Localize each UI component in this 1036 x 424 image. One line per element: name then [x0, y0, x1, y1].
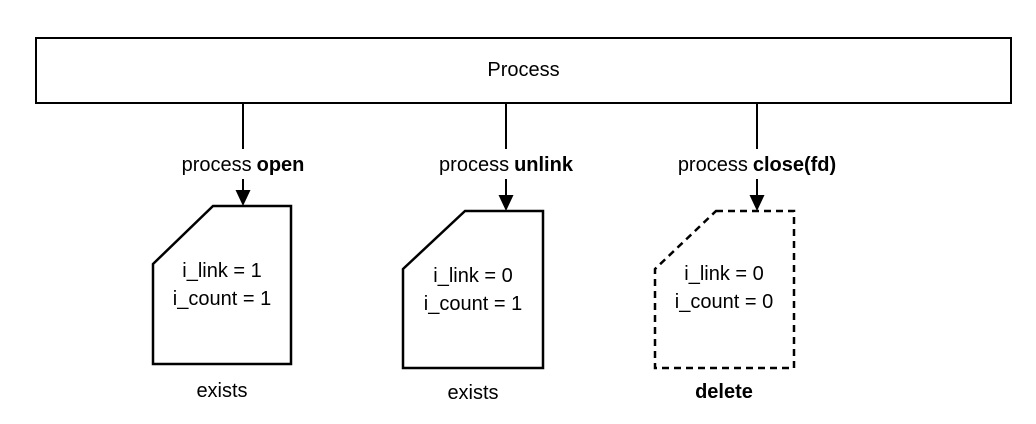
inode-count-value: i_count = 1 — [423, 293, 523, 315]
status-label-exists-1: exists — [196, 380, 248, 402]
inode-link-value: i_link = 0 — [433, 265, 513, 287]
file-node-open-text: i_link = 1 i_count = 1 — [122, 257, 322, 313]
inode-count-value: i_count = 1 — [172, 288, 272, 310]
edge-label-unlink-action: unlink — [514, 154, 573, 176]
arrowhead-close-icon — [749, 195, 765, 211]
edge-label-unlink-prefix: process — [439, 154, 510, 176]
edge-label-open-action: open — [256, 154, 305, 176]
file-node-unlink-text: i_link = 0 i_count = 1 — [373, 262, 573, 318]
inode-link-value: i_link = 1 — [182, 260, 262, 282]
status-label-delete: delete — [695, 381, 753, 403]
inode-link-value: i_link = 0 — [684, 263, 764, 285]
edge-label-close-action: close(fd) — [752, 154, 837, 176]
edge-label-close-prefix: process — [677, 154, 748, 176]
status-label-exists-2: exists — [447, 382, 499, 404]
inode-count-value: i_count = 0 — [674, 291, 774, 313]
process-node: Process — [35, 37, 1012, 104]
file-node-unlink — [401, 209, 545, 370]
arrowhead-open-icon — [235, 190, 251, 206]
edge-label-open-prefix: process — [181, 154, 252, 176]
process-node-label: Process — [487, 59, 560, 81]
arrowhead-unlink-icon — [498, 195, 514, 211]
file-node-delete-text: i_link = 0 i_count = 0 — [624, 260, 824, 316]
file-node-delete — [653, 209, 796, 370]
file-node-open — [151, 204, 293, 366]
